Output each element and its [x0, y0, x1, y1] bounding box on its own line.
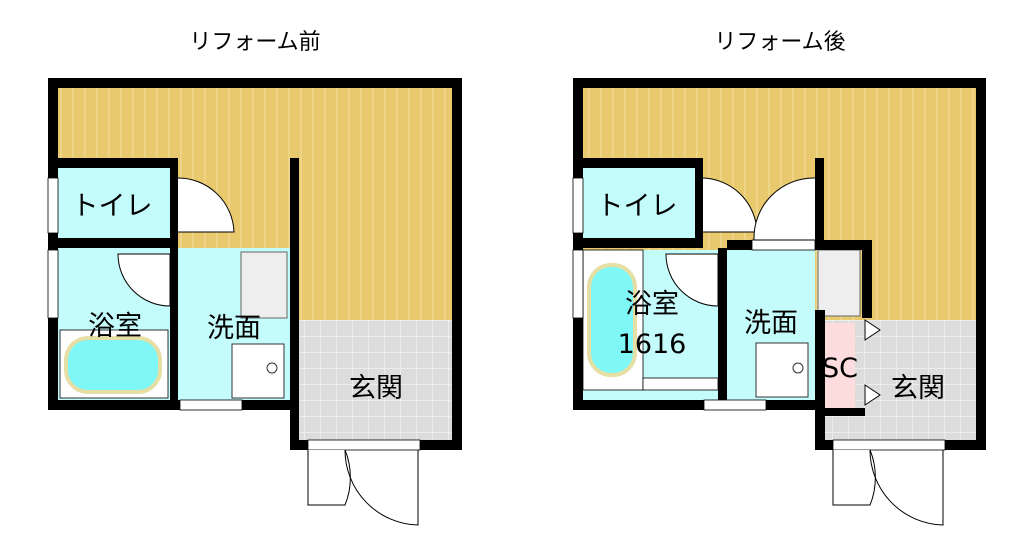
entrance-door-small[interactable] [832, 449, 876, 506]
after-plan: トイレ 浴室 1616 洗面 SC 玄関 [572, 78, 986, 526]
window [47, 177, 59, 234]
entrance-door[interactable] [344, 449, 419, 526]
bath-door[interactable] [665, 253, 719, 307]
window [572, 249, 584, 319]
toilet-room [56, 166, 170, 238]
bath-label: 浴室 [625, 289, 679, 320]
entrance-door-small[interactable] [307, 449, 351, 506]
toilet-label: トイレ [72, 191, 153, 222]
washroom-label: 洗面 [744, 308, 798, 339]
sink [240, 251, 288, 319]
before-title: リフォーム前 [189, 30, 321, 55]
shoe-closet-label: SC [822, 353, 858, 384]
window [703, 399, 767, 411]
after-title: リフォーム後 [714, 30, 846, 55]
toilet-door[interactable] [177, 177, 235, 233]
bath-door[interactable] [117, 253, 171, 307]
bathtub [587, 263, 637, 377]
entrance-floor [298, 320, 454, 442]
before-plan: トイレ 浴室 洗面 玄関 [47, 78, 462, 526]
washroom-label: 洗面 [207, 313, 261, 344]
bath-size-label: 1616 [618, 329, 687, 360]
shoe-closet [825, 323, 855, 409]
sink [817, 249, 861, 317]
entrance-door[interactable] [869, 449, 944, 526]
toilet-room [581, 166, 695, 238]
washing-machine-pan [231, 343, 285, 399]
entrance-label: 玄関 [349, 373, 403, 404]
bath-label: 浴室 [88, 311, 142, 342]
bathtub [64, 336, 162, 394]
toilet-label: トイレ [597, 191, 678, 222]
window [572, 177, 584, 234]
window [47, 249, 59, 319]
closet-doors[interactable] [864, 319, 881, 406]
entrance-label: 玄関 [891, 373, 945, 404]
window [179, 399, 243, 411]
washroom-door[interactable] [753, 177, 816, 241]
